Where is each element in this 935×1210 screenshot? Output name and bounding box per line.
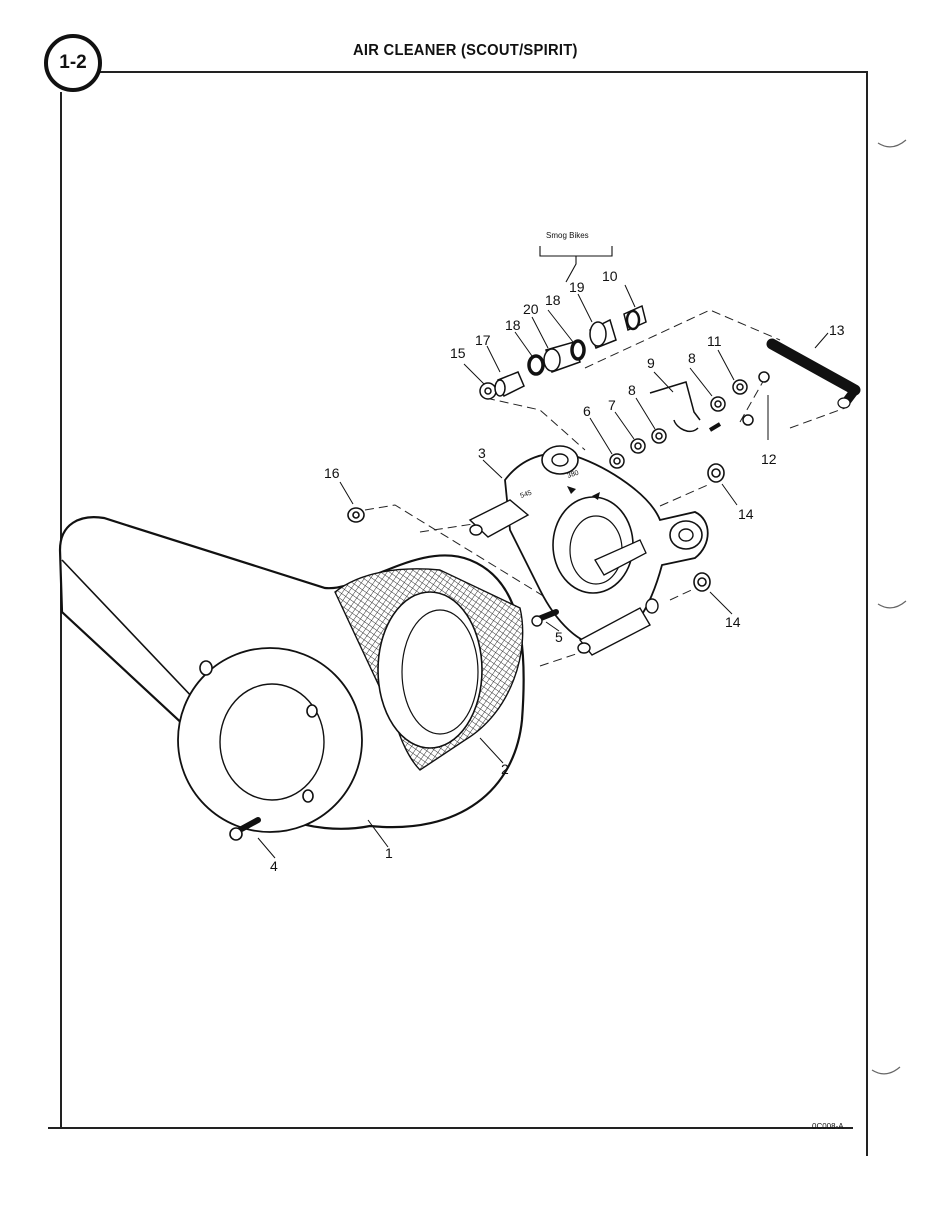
callout-15: 15 [450,345,466,361]
callout-3: 3 [478,445,486,461]
callout-16: 16 [324,465,340,481]
callout-leader-lines [257,284,829,859]
breather-bracket [649,381,701,432]
callout-19: 19 [569,279,585,295]
page-number-badge: 1-2 [44,34,102,92]
smog-bikes-bracket [539,246,613,283]
frame-bottom-border [48,1127,853,1129]
callout-2: 2 [501,761,509,777]
plate-screw [531,609,559,627]
acorn-nuts [693,463,725,592]
drawing-code: 0C008-A [812,1122,844,1131]
smog-bikes-label: Smog Bikes [546,231,589,240]
callout-6: 6 [583,403,591,419]
washers-and-nuts [609,371,770,469]
callout-11: 11 [707,333,722,349]
callout-numbers: 1 2 3 4 5 6 7 8 8 9 10 11 12 13 14 14 15… [270,268,845,874]
callout-10: 10 [602,268,618,284]
plate-marking-380: 380 [566,470,579,480]
callout-12: 12 [761,451,777,467]
page-title: AIR CLEANER (SCOUT/SPIRIT) [353,42,578,59]
assembly-guide-lines [364,309,846,667]
callout-7: 7 [608,397,616,413]
binder-hole-marks [871,139,907,1075]
smog-fittings [479,304,647,400]
frame-right-border [866,71,868,1156]
callout-18a: 18 [505,317,521,333]
callout-4: 4 [270,858,278,874]
callout-18b: 18 [545,292,561,308]
callout-17: 17 [475,332,491,348]
backing-plate: 545 380 [468,445,709,656]
callout-5: 5 [555,629,563,645]
callout-20: 20 [523,301,539,317]
callout-8b: 8 [688,350,696,366]
plate-marking-545: 545 [519,490,532,500]
grommet [347,507,365,523]
callout-8a: 8 [628,382,636,398]
callout-13: 13 [829,322,845,338]
callout-9: 9 [647,355,655,371]
callout-14b: 14 [725,614,741,630]
cover-screw [229,817,261,841]
frame-top-border [100,71,868,73]
callout-1: 1 [385,845,393,861]
callout-14a: 14 [738,506,754,522]
filter-element [334,568,524,771]
support-rod [766,338,861,409]
